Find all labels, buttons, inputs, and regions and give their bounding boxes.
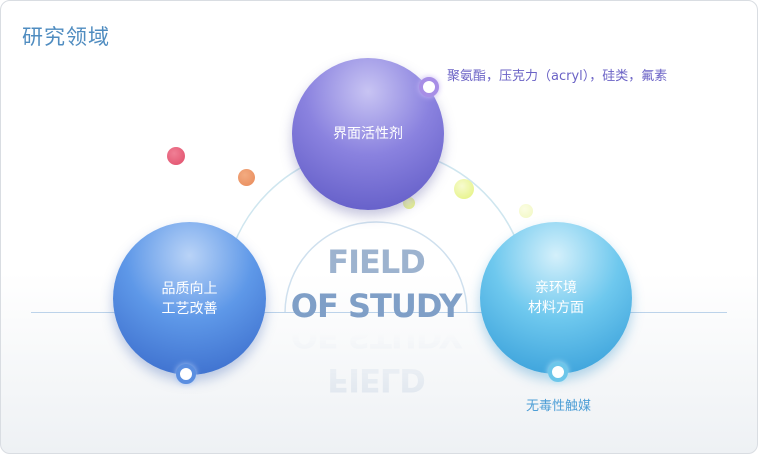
top-node-knob	[419, 77, 439, 97]
decor-dot-red	[167, 147, 185, 165]
center-line-1: FIELD	[327, 243, 426, 281]
decor-dot-orange	[238, 169, 255, 186]
node-surfactant-label: 界面活性剂	[333, 126, 403, 142]
center-field-of-study: FIELD OF STUDY	[285, 240, 467, 328]
page-title: 研究领域	[22, 25, 110, 49]
right-node-knob	[548, 362, 568, 382]
node-eco-materials[interactable]: 亲环境 材料方面	[480, 222, 632, 374]
node-eco-line-1: 亲环境	[535, 280, 577, 296]
node-quality-process[interactable]: 品质向上 工艺改善	[113, 222, 266, 375]
node-quality-line-1: 品质向上	[161, 280, 218, 297]
annotation-catalyst: 无毒性触媒	[526, 399, 592, 414]
center-reflection: FIELD OF STUDY	[285, 314, 467, 402]
node-surfactant[interactable]: 界面活性剂	[292, 58, 444, 210]
left-node-knob	[176, 364, 196, 384]
node-eco-line-2: 材料方面	[528, 300, 584, 316]
baseline	[31, 312, 727, 313]
inner-arc	[284, 221, 468, 314]
node-quality-line-2: 工艺改善	[161, 300, 218, 317]
center-line-2: OF STUDY	[290, 287, 462, 325]
reflection-line-2: OF STUDY	[290, 317, 462, 355]
decor-dot-yellow-large	[454, 179, 474, 199]
annotation-materials: 聚氨酯，压克力（acryl），硅类，氟素	[447, 69, 668, 84]
reflection-line-1: FIELD	[327, 361, 425, 399]
decor-dot-yellow-faint	[519, 204, 533, 218]
decor-dot-yellow-small	[403, 197, 415, 209]
